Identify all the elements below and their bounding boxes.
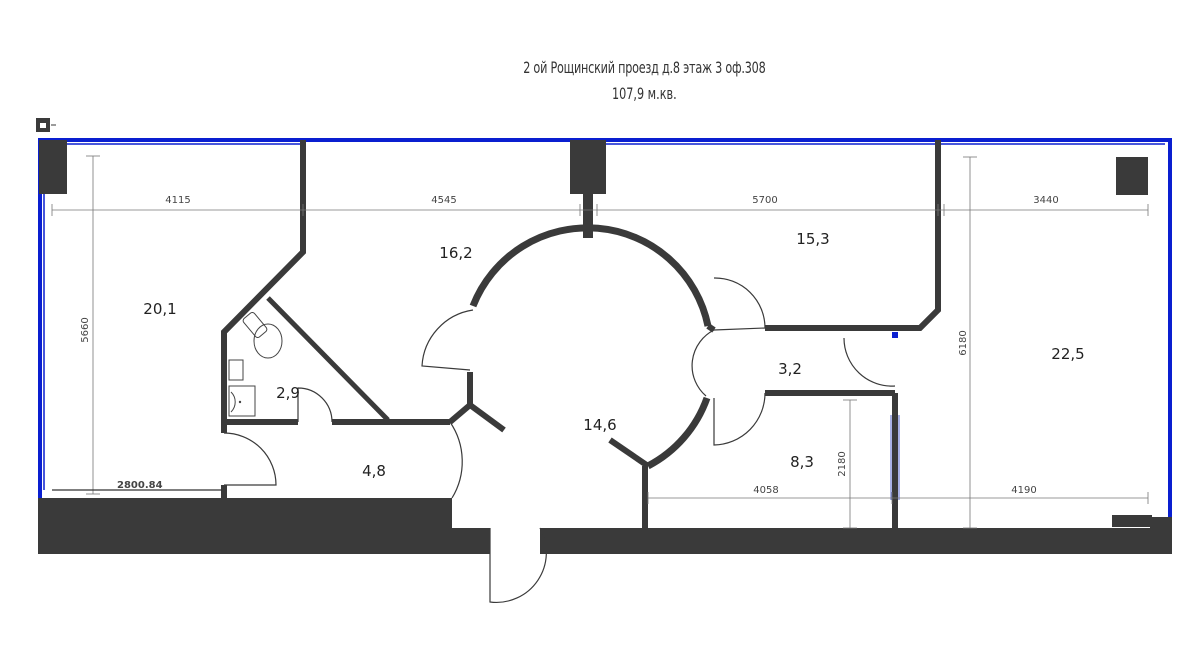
room-area-3: 15,3 (796, 230, 829, 248)
exterior-window-line (38, 138, 1172, 517)
dim-bottom-mid: 4058 (753, 485, 778, 496)
room-area-2: 16,2 (439, 244, 472, 262)
sink-icon (228, 385, 256, 417)
plan-title: 2 ой Рощинский проезд д.8 этаж 3 оф.308 (523, 58, 766, 77)
dim-left-height: 5660 (80, 317, 91, 342)
dim-right-height: 6180 (958, 330, 969, 355)
room-area-6: 4,8 (362, 462, 386, 480)
interior-walls (221, 140, 941, 528)
dim-top-3: 5700 (752, 195, 777, 206)
dim-inner-height: 2180 (837, 451, 848, 476)
room-area-4: 22,5 (1051, 345, 1084, 363)
room-labels: 20,1 16,2 15,3 22,5 2,9 4,8 14,6 3,2 8,3 (143, 230, 1084, 480)
dim-top-1: 4115 (165, 195, 190, 206)
column-right (1116, 157, 1148, 195)
dimension-lines (51, 155, 1149, 529)
cabinet-icon (228, 359, 244, 381)
dim-top-4: 3440 (1033, 195, 1058, 206)
dim-bottom-right: 4190 (1011, 485, 1036, 496)
room-area-1: 20,1 (143, 300, 176, 318)
column-center (570, 140, 606, 194)
dimension-labels: 4115 4545 5700 3440 5660 6180 2180 4058 … (80, 195, 1059, 496)
room-area-5: 2,9 (276, 384, 300, 402)
room-area-8: 3,2 (778, 360, 802, 378)
toilet-icon (242, 312, 283, 359)
plan-area-total: 107,9 м.кв. (611, 84, 677, 103)
legend-icon (36, 118, 56, 132)
doors (223, 277, 896, 604)
exterior-wall-bottom (38, 498, 1172, 554)
room-area-7: 14,6 (583, 416, 616, 434)
dim-top-2: 4545 (431, 195, 456, 206)
glass-partition (890, 415, 900, 500)
dim-bottom-left: 2800.84 (117, 480, 163, 491)
room-area-9: 8,3 (790, 453, 814, 471)
column-left (39, 140, 67, 194)
